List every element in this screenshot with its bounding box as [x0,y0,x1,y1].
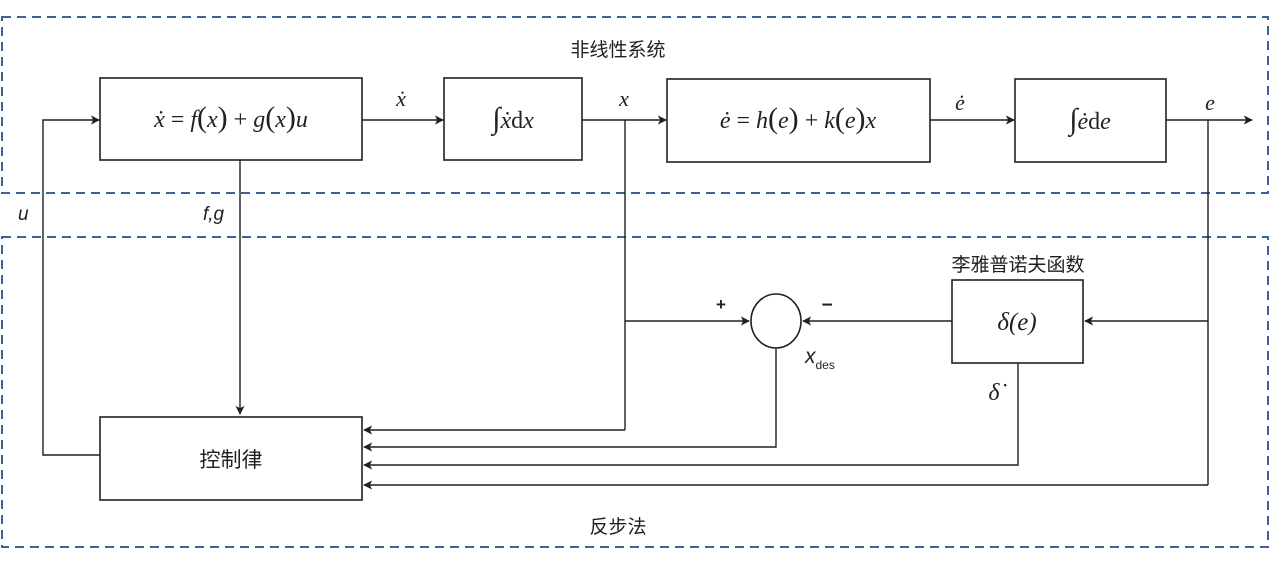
e-label: e [1205,90,1215,115]
u-feedback-wire [42,115,100,456]
control-law-label: 控制律 [200,448,263,472]
nonlinear-system-group [1,16,1269,194]
lyapunov-block: 李雅普诺夫函数 δ(e) [951,254,1085,364]
state-equation-text: ẋ = f(x) + g(x)u [153,101,308,134]
integrator-x-text: ∫ẋdx [490,102,534,137]
lyapunov-title: 李雅普诺夫函数 [951,254,1084,276]
plus-sign: + [716,295,726,314]
backstepping-label: 反步法 [589,516,646,538]
backstepping-group [1,236,1269,548]
summing-junction [750,293,802,349]
state-equation-block: ẋ = f(x) + g(x)u [99,77,363,161]
minus-sign: − [821,295,832,316]
delta-dot-label: δ̇ [988,380,1006,406]
integrator-x-block: ∫ẋdx [443,77,583,161]
x-label: x [618,86,629,111]
nonlinear-system-label: 非线性系统 [570,39,665,61]
x-des-label: xdes [804,345,835,372]
error-equation-text: ė = h(e) + k(e)x [720,102,877,135]
integrator-e-text: ∫ėde [1067,103,1111,138]
u-label: u [18,204,29,225]
e-dot-label: ė [955,90,965,115]
lyapunov-function-text: δ(e) [997,309,1036,336]
fg-label: f,g [203,204,225,225]
control-law-block: 控制律 [99,416,363,501]
integrator-e-block: ∫ėde [1014,78,1167,163]
x-dot-label: ẋ [395,86,406,111]
error-equation-block: ė = h(e) + k(e)x [666,78,931,163]
delta-dot-to-control-law-wire [363,363,1019,470]
x-des-to-control-law-wire [363,348,777,452]
